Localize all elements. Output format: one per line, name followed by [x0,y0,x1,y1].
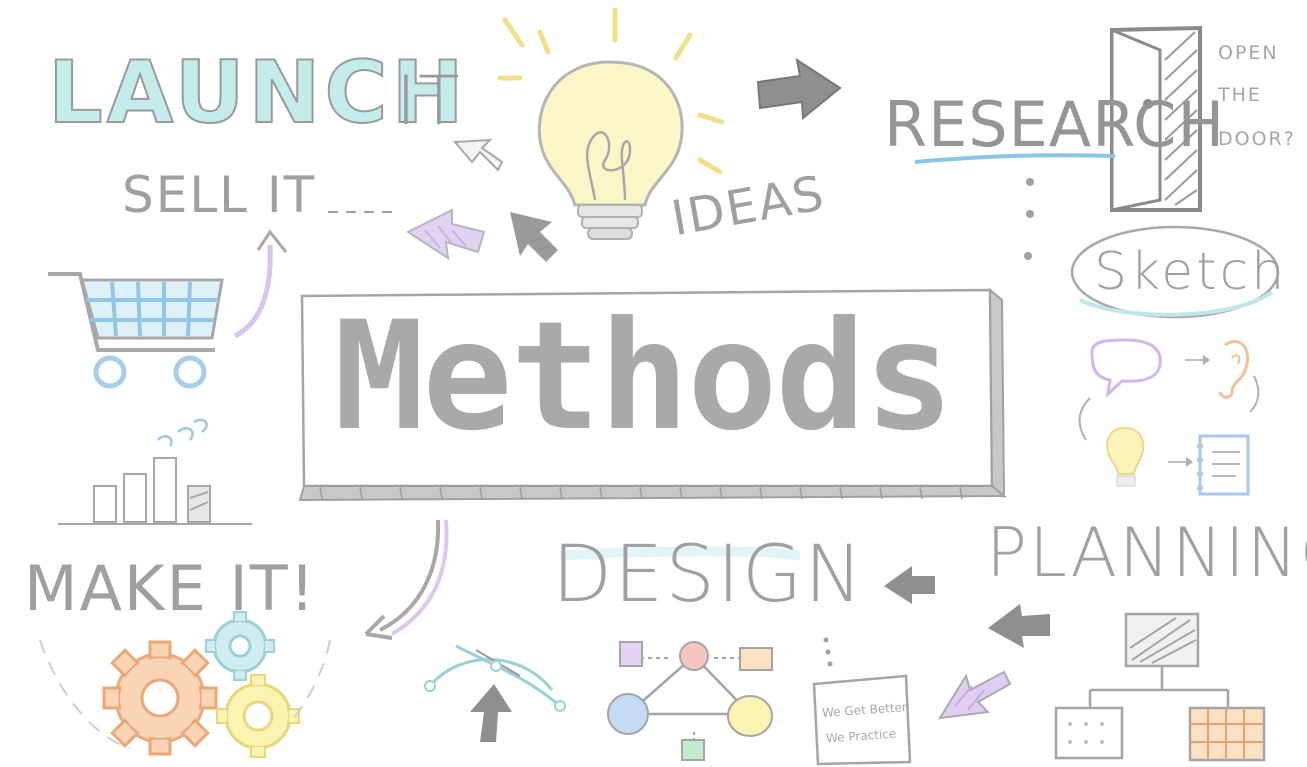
gears-icon [102,611,300,758]
arrow-upleft-outline-icon [452,138,504,172]
bar-chart-icon [58,418,252,525]
arrow-upleft-icon [510,212,558,262]
cursor-arrow-icon [424,644,566,742]
sketch-label: Sketch [1094,242,1288,302]
methods-title: Methods [334,290,954,464]
methods-box [298,287,1007,502]
open-door-line1: OPEN [1218,42,1279,64]
speech-bubble-icon [1090,338,1162,398]
arrow-downleft-icon [364,519,449,640]
arrow-left-icon [884,566,935,604]
launch-label: LAUNCH [47,43,468,143]
launch-it-label: IT [396,62,462,141]
arrow-right-icon [756,57,842,120]
network-diagram-icon [607,641,773,761]
dotted-connector [1024,178,1034,260]
open-door-line2: THE [1218,84,1262,106]
make-it-label: MAKE IT! [24,552,317,625]
arrow-downleft-lavender-icon [938,670,1012,720]
research-underline [914,153,1116,164]
planning-label: PLANNING [986,514,1307,593]
open-door-line3: DOOR? [1218,128,1296,150]
design-label: DESIGN [552,530,865,620]
org-chart-icon [1054,612,1266,762]
note-card [812,637,912,766]
lightbulb-icon [497,7,725,240]
small-lightbulb-icon [1106,426,1145,487]
sketch-oval [1070,225,1280,319]
ear-icon [1218,340,1249,399]
arrow-left-icon-2 [988,604,1050,648]
door-icon [1110,25,1202,212]
shopping-cart-icon [48,272,224,389]
arrow-left-lavender-icon [405,208,486,261]
research-label: RESEARCH [884,88,1226,161]
sell-it-label: SELL IT [122,166,317,224]
notebook-icon [1197,434,1250,496]
